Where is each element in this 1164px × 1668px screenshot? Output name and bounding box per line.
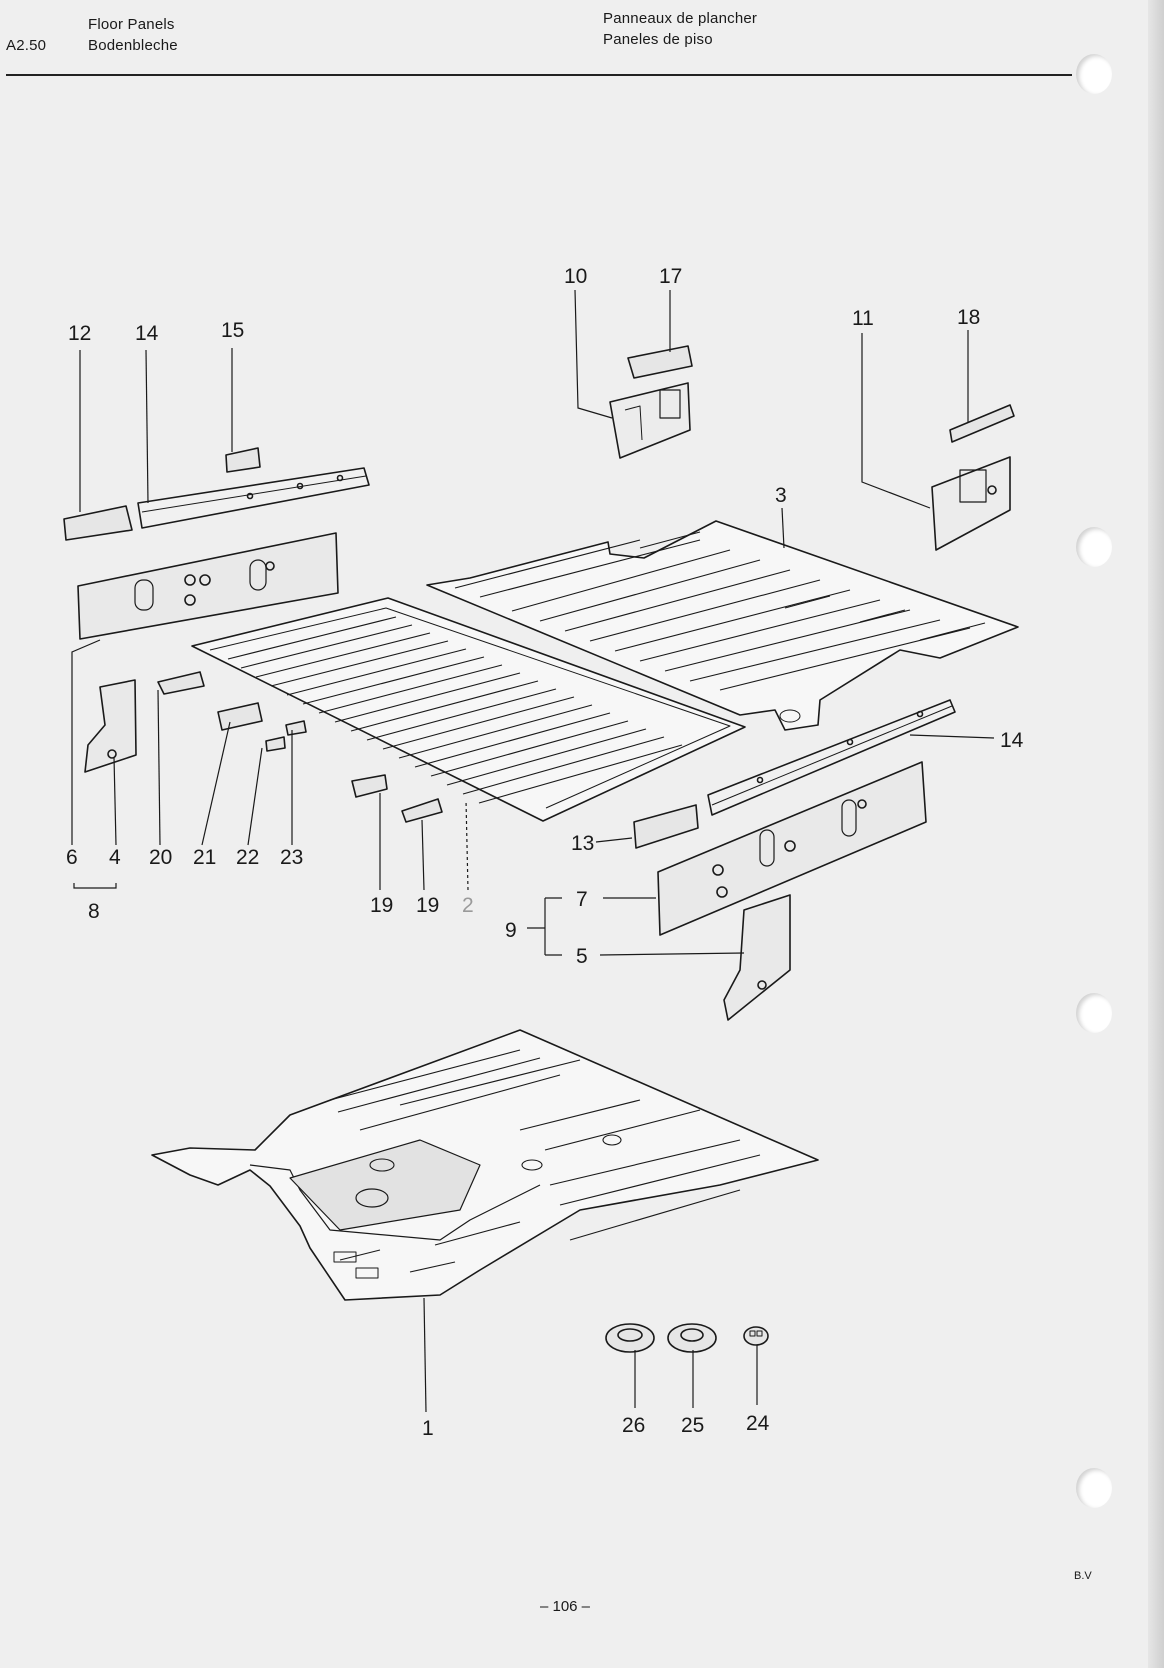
part-6-left-sill-panel — [77, 532, 339, 640]
part-14-left-rail — [137, 467, 370, 529]
callout-18: 18 — [957, 306, 980, 329]
part-4-gusset — [84, 679, 137, 773]
callout-4: 4 — [109, 846, 121, 869]
part-25-grommet — [667, 1323, 717, 1353]
part-17-bracket — [627, 345, 693, 379]
part-2-front-floor-panel — [191, 597, 746, 822]
part-3-rear-floor-panel — [426, 520, 1019, 731]
title-german: Bodenbleche — [88, 37, 178, 54]
part-22-clip — [265, 736, 286, 752]
section-code: A2.50 — [6, 37, 47, 54]
callout-2-faint: 2 — [462, 894, 474, 917]
leader-lines — [71, 289, 995, 1413]
part-5-gusset — [723, 894, 791, 1021]
punch-hole — [1076, 54, 1112, 94]
part-15-bracket — [225, 447, 261, 473]
title-french: Panneaux de plancher — [603, 10, 758, 27]
part-23-clip — [285, 720, 307, 736]
callout-24: 24 — [746, 1412, 770, 1435]
callout-26: 26 — [622, 1414, 645, 1437]
callout-15: 15 — [221, 319, 244, 342]
punch-hole — [1076, 527, 1112, 567]
callout-3: 3 — [775, 484, 787, 507]
page-number: – 106 – — [539, 1598, 591, 1615]
callout-11: 11 — [852, 307, 874, 330]
part-24-plug — [743, 1326, 769, 1346]
callout-20: 20 — [149, 846, 172, 869]
callout-7: 7 — [576, 888, 588, 911]
part-12-bracket — [63, 505, 133, 541]
callout-8: 8 — [88, 900, 100, 923]
callout-14-right: 14 — [1000, 729, 1024, 752]
callout-22: 22 — [236, 846, 259, 869]
stamp-text: B.V — [1074, 1570, 1092, 1582]
part-18-bracket — [949, 404, 1015, 443]
callout-17: 17 — [659, 265, 682, 288]
callout-12: 12 — [68, 322, 91, 345]
callout-19-a: 19 — [370, 894, 393, 917]
part-10-rear-corner-panel — [609, 382, 691, 459]
part-1-main-floor-panel — [151, 1029, 819, 1301]
title-spanish: Paneles de piso — [603, 31, 713, 48]
callout-14-left: 14 — [135, 322, 159, 345]
punch-hole — [1076, 1468, 1112, 1508]
punch-hole — [1076, 993, 1112, 1033]
callout-5: 5 — [576, 945, 588, 968]
part-19-clip — [351, 774, 388, 798]
part-13-bracket — [633, 804, 699, 849]
part-20-clip — [157, 671, 205, 695]
page-edge-shadow — [1148, 0, 1164, 1668]
callout-1: 1 — [422, 1417, 434, 1440]
header-rule — [6, 74, 1072, 76]
part-19-clip — [401, 798, 443, 823]
part-26-grommet — [605, 1323, 655, 1353]
part-7-right-sill-panel — [657, 761, 927, 936]
callout-6: 6 — [66, 846, 78, 869]
callout-19-b: 19 — [416, 894, 439, 917]
callout-10: 10 — [564, 265, 587, 288]
callout-25: 25 — [681, 1414, 704, 1437]
callout-21: 21 — [193, 846, 216, 869]
part-14-right-rail — [707, 699, 956, 816]
part-11-rear-corner-panel — [931, 456, 1011, 551]
callout-23: 23 — [280, 846, 303, 869]
callout-13: 13 — [571, 832, 594, 855]
part-21-clip — [217, 702, 263, 731]
callout-9: 9 — [505, 919, 517, 942]
title-english: Floor Panels — [88, 16, 175, 33]
